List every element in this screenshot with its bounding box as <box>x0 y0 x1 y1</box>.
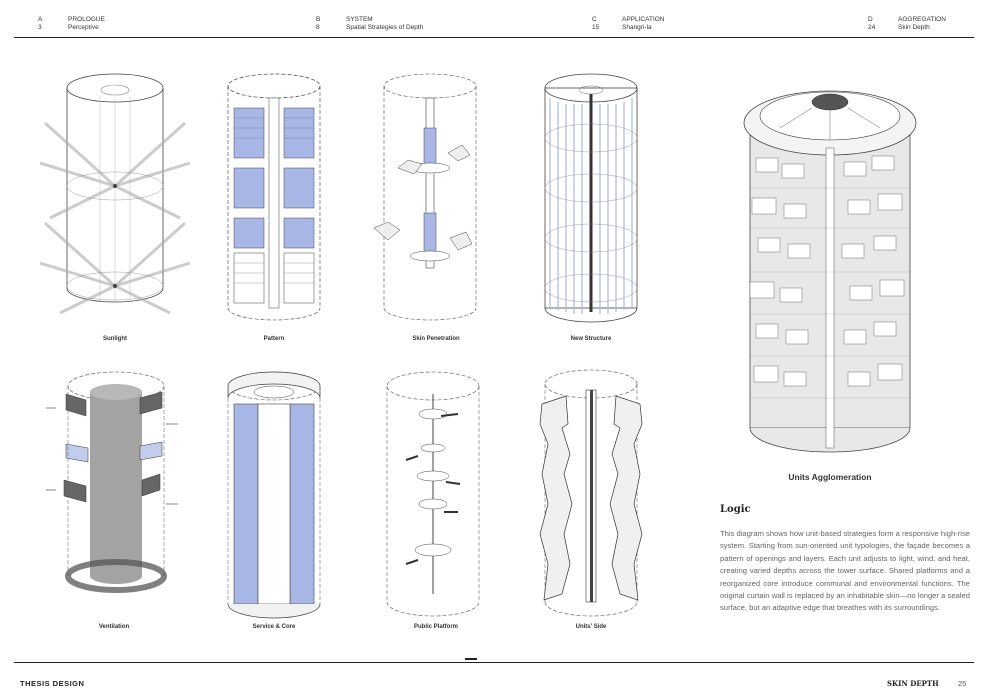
header-rule <box>14 37 974 38</box>
units-agglomeration-tower <box>743 90 917 453</box>
caption-public-platform: Public Platform <box>413 624 458 630</box>
section-d[interactable]: D AGGREGATION 24 Skin Depth <box>868 16 946 31</box>
footer-thesis-label: THESIS DESIGN <box>20 679 85 688</box>
pattern-diagram <box>227 73 321 321</box>
page-number: 25 <box>958 679 967 688</box>
section-page: 15 <box>592 23 600 31</box>
section-a[interactable]: A PROLOGUE 3 Perceptive <box>38 16 105 31</box>
caption-units-side: Units' Side <box>575 624 607 630</box>
public-platform-diagram <box>386 371 480 617</box>
service-core-diagram <box>227 371 321 619</box>
caption-ventilation: Ventilation <box>98 624 130 630</box>
section-subtitle: Perceptive <box>68 23 99 31</box>
units-side-diagram <box>539 369 643 617</box>
caption-sunlight: Sunlight <box>103 336 127 342</box>
section-letter: D <box>868 16 873 23</box>
footer-tick <box>465 658 477 660</box>
logic-title: Logic <box>720 504 751 515</box>
section-letter: C <box>592 16 597 23</box>
section-title: SYSTEM <box>346 16 373 23</box>
caption-skin-penetration: Skin Penetration <box>412 336 460 342</box>
caption-units-agglomeration: Units Agglomeration <box>788 472 872 482</box>
section-subtitle: Shangri-la <box>622 23 652 31</box>
section-subtitle: Spatial Strategies of Depth <box>346 23 424 31</box>
section-letter: A <box>38 16 43 23</box>
new-structure-diagram <box>544 73 638 323</box>
skin-penetration-diagram <box>373 73 477 321</box>
section-page: 24 <box>868 23 876 31</box>
section-letter: B <box>316 16 321 23</box>
sunlight-diagram <box>40 73 190 315</box>
section-title: AGGREGATION <box>898 16 946 23</box>
caption-new-structure: New Structure <box>570 336 612 342</box>
section-subtitle: Skin Depth <box>898 23 930 31</box>
ventilation-diagram <box>46 371 178 593</box>
section-title: PROLOGUE <box>68 16 105 23</box>
footer-chapter-label: SKIN DEPTH <box>887 679 939 688</box>
section-title: APPLICATION <box>622 16 665 23</box>
section-c[interactable]: C APPLICATION 15 Shangri-la <box>592 16 665 31</box>
section-page: 3 <box>38 23 42 31</box>
caption-service-core: Service & Core <box>252 624 296 630</box>
footer-rule <box>14 662 974 663</box>
caption-pattern: Pattern <box>263 336 285 342</box>
logic-body: This diagram shows how unit-based strate… <box>720 529 970 613</box>
section-header: A PROLOGUE 3 Perceptive B SYSTEM 8 Spatial S… <box>0 12 993 38</box>
section-b[interactable]: B SYSTEM 8 Spatial Strategies of Depth <box>316 16 423 31</box>
section-page: 8 <box>316 23 320 31</box>
